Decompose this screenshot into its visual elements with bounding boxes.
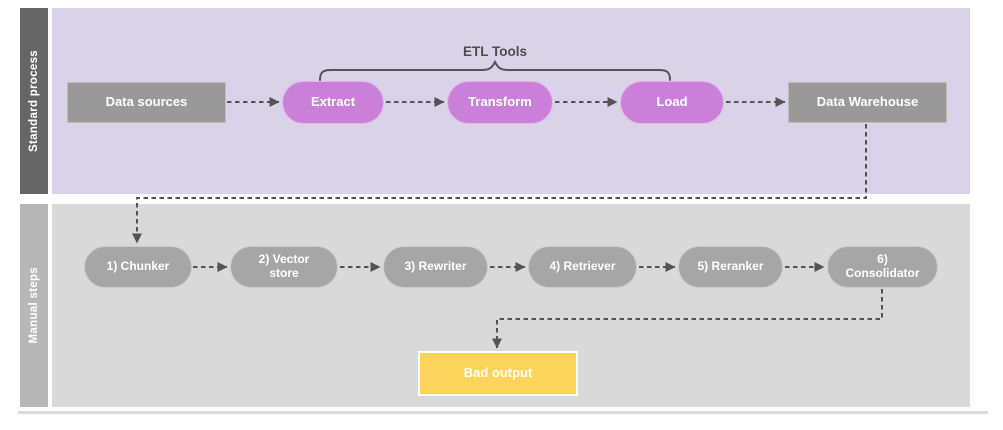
lane-header-manual-steps: Manual steps — [20, 204, 48, 407]
node-retriever: 4) Retriever — [528, 246, 637, 288]
node-extract: Extract — [282, 81, 384, 124]
node-vector-store: 2) Vector store — [230, 246, 338, 288]
node-data-warehouse: Data Warehouse — [788, 82, 947, 123]
node-reranker: 5) Reranker — [678, 246, 783, 288]
etl-tools-label: ETL Tools — [463, 44, 527, 59]
bottom-divider — [18, 411, 988, 414]
lane-label-standard-process: Standard process — [28, 50, 40, 152]
node-load: Load — [620, 81, 724, 124]
node-transform: Transform — [447, 81, 553, 124]
lane-header-standard-process: Standard process — [20, 8, 48, 194]
lane-label-manual-steps: Manual steps — [28, 267, 40, 344]
node-data-sources: Data sources — [67, 82, 226, 123]
node-consolidator: 6) Consolidator — [827, 246, 938, 288]
node-rewriter: 3) Rewriter — [383, 246, 488, 288]
node-bad-output: Bad output — [418, 351, 578, 396]
node-chunker: 1) Chunker — [84, 246, 192, 288]
